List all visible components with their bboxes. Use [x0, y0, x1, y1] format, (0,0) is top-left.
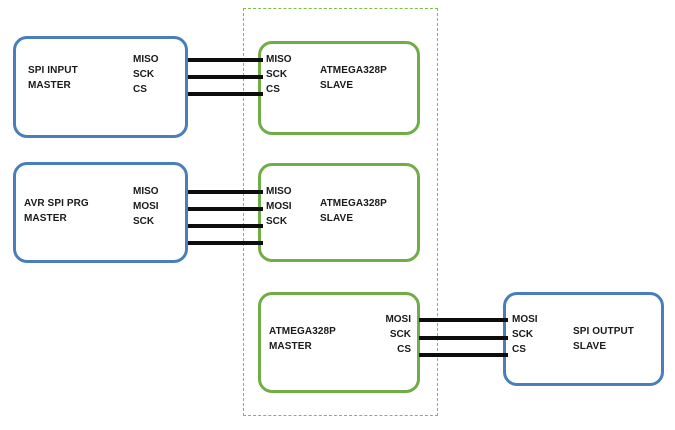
pin-label: CS	[133, 84, 147, 95]
wire-middle-bus-mosi	[188, 207, 263, 211]
wire-top-bus-miso	[188, 58, 263, 62]
node-label-atmega328p-slave-top: ATMEGA328P SLAVE	[320, 63, 387, 93]
pin-label: MISO	[266, 186, 292, 197]
wire-bottom-bus-mosi	[419, 318, 508, 322]
wire-top-bus-cs	[188, 92, 263, 96]
node-line2: SLAVE	[573, 341, 607, 352]
node-avr-spi-prg-master[interactable]	[13, 162, 188, 263]
pin-label: MOSI	[512, 314, 538, 325]
pin-label: SCK	[512, 329, 534, 340]
pin-label: SCK	[133, 69, 155, 80]
pin-label: SCK	[133, 216, 155, 227]
pin-label: SCK	[389, 329, 411, 340]
pins-atmega328p-slave-top: MISO SCK CS	[266, 52, 292, 97]
node-label-atmega328p-master-bottom: ATMEGA328P MASTER	[269, 324, 336, 354]
node-atmega328p-master-bottom[interactable]	[258, 292, 420, 393]
node-line1: SPI INPUT	[28, 65, 78, 76]
wire-middle-bus-sck	[188, 224, 263, 228]
node-label-avr-spi-prg-master: AVR SPI PRG MASTER	[24, 196, 89, 226]
node-line1: ATMEGA328P	[269, 326, 336, 337]
pins-avr-spi-prg-master: MISO MOSI SCK	[133, 184, 159, 229]
node-label-spi-output-slave: SPI OUTPUT SLAVE	[573, 324, 634, 354]
pin-label: MISO	[266, 54, 292, 65]
node-line2: MASTER	[269, 341, 312, 352]
wire-middle-bus-fourth	[188, 241, 263, 245]
wire-top-bus-sck	[188, 75, 263, 79]
pin-label: CS	[266, 84, 280, 95]
node-spi-output-slave[interactable]	[503, 292, 664, 386]
pin-label: MOSI	[133, 201, 159, 212]
node-line1: ATMEGA328P	[320, 198, 387, 209]
node-line2: SLAVE	[320, 213, 354, 224]
pin-label: MISO	[133, 186, 159, 197]
node-spi-input-master[interactable]	[13, 36, 188, 138]
pins-spi-output-slave: MOSI SCK CS	[512, 312, 538, 357]
pin-label: CS	[512, 344, 526, 355]
node-label-spi-input-master: SPI INPUT MASTER	[28, 63, 78, 93]
node-line2: MASTER	[28, 80, 71, 91]
wire-bottom-bus-cs	[419, 353, 508, 357]
node-atmega328p-slave-middle[interactable]	[258, 163, 420, 262]
pin-label: MOSI	[266, 201, 292, 212]
node-line1: ATMEGA328P	[320, 65, 387, 76]
node-line2: SLAVE	[320, 80, 354, 91]
wire-bottom-bus-sck	[419, 336, 508, 340]
node-line2: MASTER	[24, 213, 67, 224]
node-atmega328p-slave-top[interactable]	[258, 41, 420, 135]
wire-middle-bus-miso	[188, 190, 263, 194]
pin-label: CS	[397, 344, 411, 355]
pins-spi-input-master: MISO SCK CS	[133, 52, 159, 97]
node-line1: AVR SPI PRG	[24, 198, 89, 209]
pin-label: SCK	[266, 216, 288, 227]
pins-atmega328p-master-bottom: MOSI SCK CS	[351, 312, 411, 357]
pin-label: MOSI	[385, 314, 411, 325]
pins-atmega328p-slave-middle: MISO MOSI SCK	[266, 184, 292, 229]
pin-label: MISO	[133, 54, 159, 65]
node-line1: SPI OUTPUT	[573, 326, 635, 337]
node-label-atmega328p-slave-middle: ATMEGA328P SLAVE	[320, 196, 387, 226]
pin-label: SCK	[266, 69, 288, 80]
